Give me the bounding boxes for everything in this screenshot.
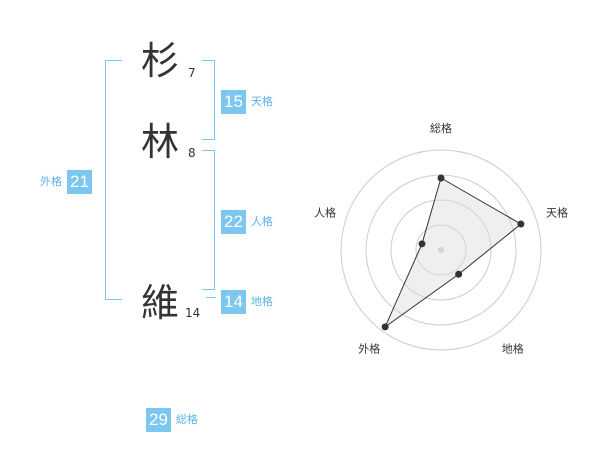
chikaku-label: 地格 bbox=[250, 295, 273, 308]
gaikaku-bracket bbox=[105, 60, 122, 300]
chikaku-bracket-tick bbox=[206, 297, 216, 298]
name-char-1: 杉 bbox=[141, 39, 180, 83]
radar-point bbox=[437, 174, 445, 182]
radar-axis-label: 天格 bbox=[546, 205, 568, 219]
soukaku-label: 総格 bbox=[175, 413, 198, 426]
tenkaku-bracket bbox=[202, 60, 215, 140]
radar-ring bbox=[390, 199, 492, 301]
chikaku-value: 14 bbox=[221, 290, 246, 314]
name-char-2: 林 bbox=[141, 120, 180, 164]
gaikaku-score: 外格 21 bbox=[40, 170, 92, 194]
tenkaku-label: 天格 bbox=[250, 95, 273, 108]
chikaku-score: 14 地格 bbox=[221, 290, 273, 314]
radar-series-polygon bbox=[383, 177, 522, 329]
jinkaku-value: 22 bbox=[221, 210, 246, 234]
radar-center bbox=[438, 247, 444, 253]
gaikaku-label: 外格 bbox=[40, 175, 62, 188]
radar-ring bbox=[340, 149, 542, 351]
gaikaku-value: 21 bbox=[67, 170, 92, 194]
radar-point bbox=[381, 323, 389, 331]
stroke-count-2: 8 bbox=[188, 146, 196, 160]
radar-axis-label: 地格 bbox=[502, 342, 524, 356]
stroke-count-1: 7 bbox=[188, 66, 196, 80]
radar-axis-label: 人格 bbox=[314, 205, 336, 219]
soukaku-score: 29 総格 bbox=[146, 408, 198, 432]
radar-point bbox=[455, 270, 463, 278]
jinkaku-score: 22 人格 bbox=[221, 210, 273, 234]
soukaku-value: 29 bbox=[146, 408, 171, 432]
stroke-count-3: 14 bbox=[185, 306, 201, 320]
radar-point bbox=[517, 220, 525, 228]
radar-axis-label: 外格 bbox=[358, 342, 380, 356]
jinkaku-bracket bbox=[202, 150, 215, 290]
jinkaku-label: 人格 bbox=[250, 215, 273, 228]
radar-axis-label: 総格 bbox=[430, 121, 452, 135]
radar-ring bbox=[415, 224, 467, 276]
tenkaku-value: 15 bbox=[221, 90, 246, 114]
tenkaku-score: 15 天格 bbox=[221, 90, 273, 114]
name-char-3: 維 bbox=[141, 281, 180, 325]
radar-point bbox=[418, 240, 426, 248]
